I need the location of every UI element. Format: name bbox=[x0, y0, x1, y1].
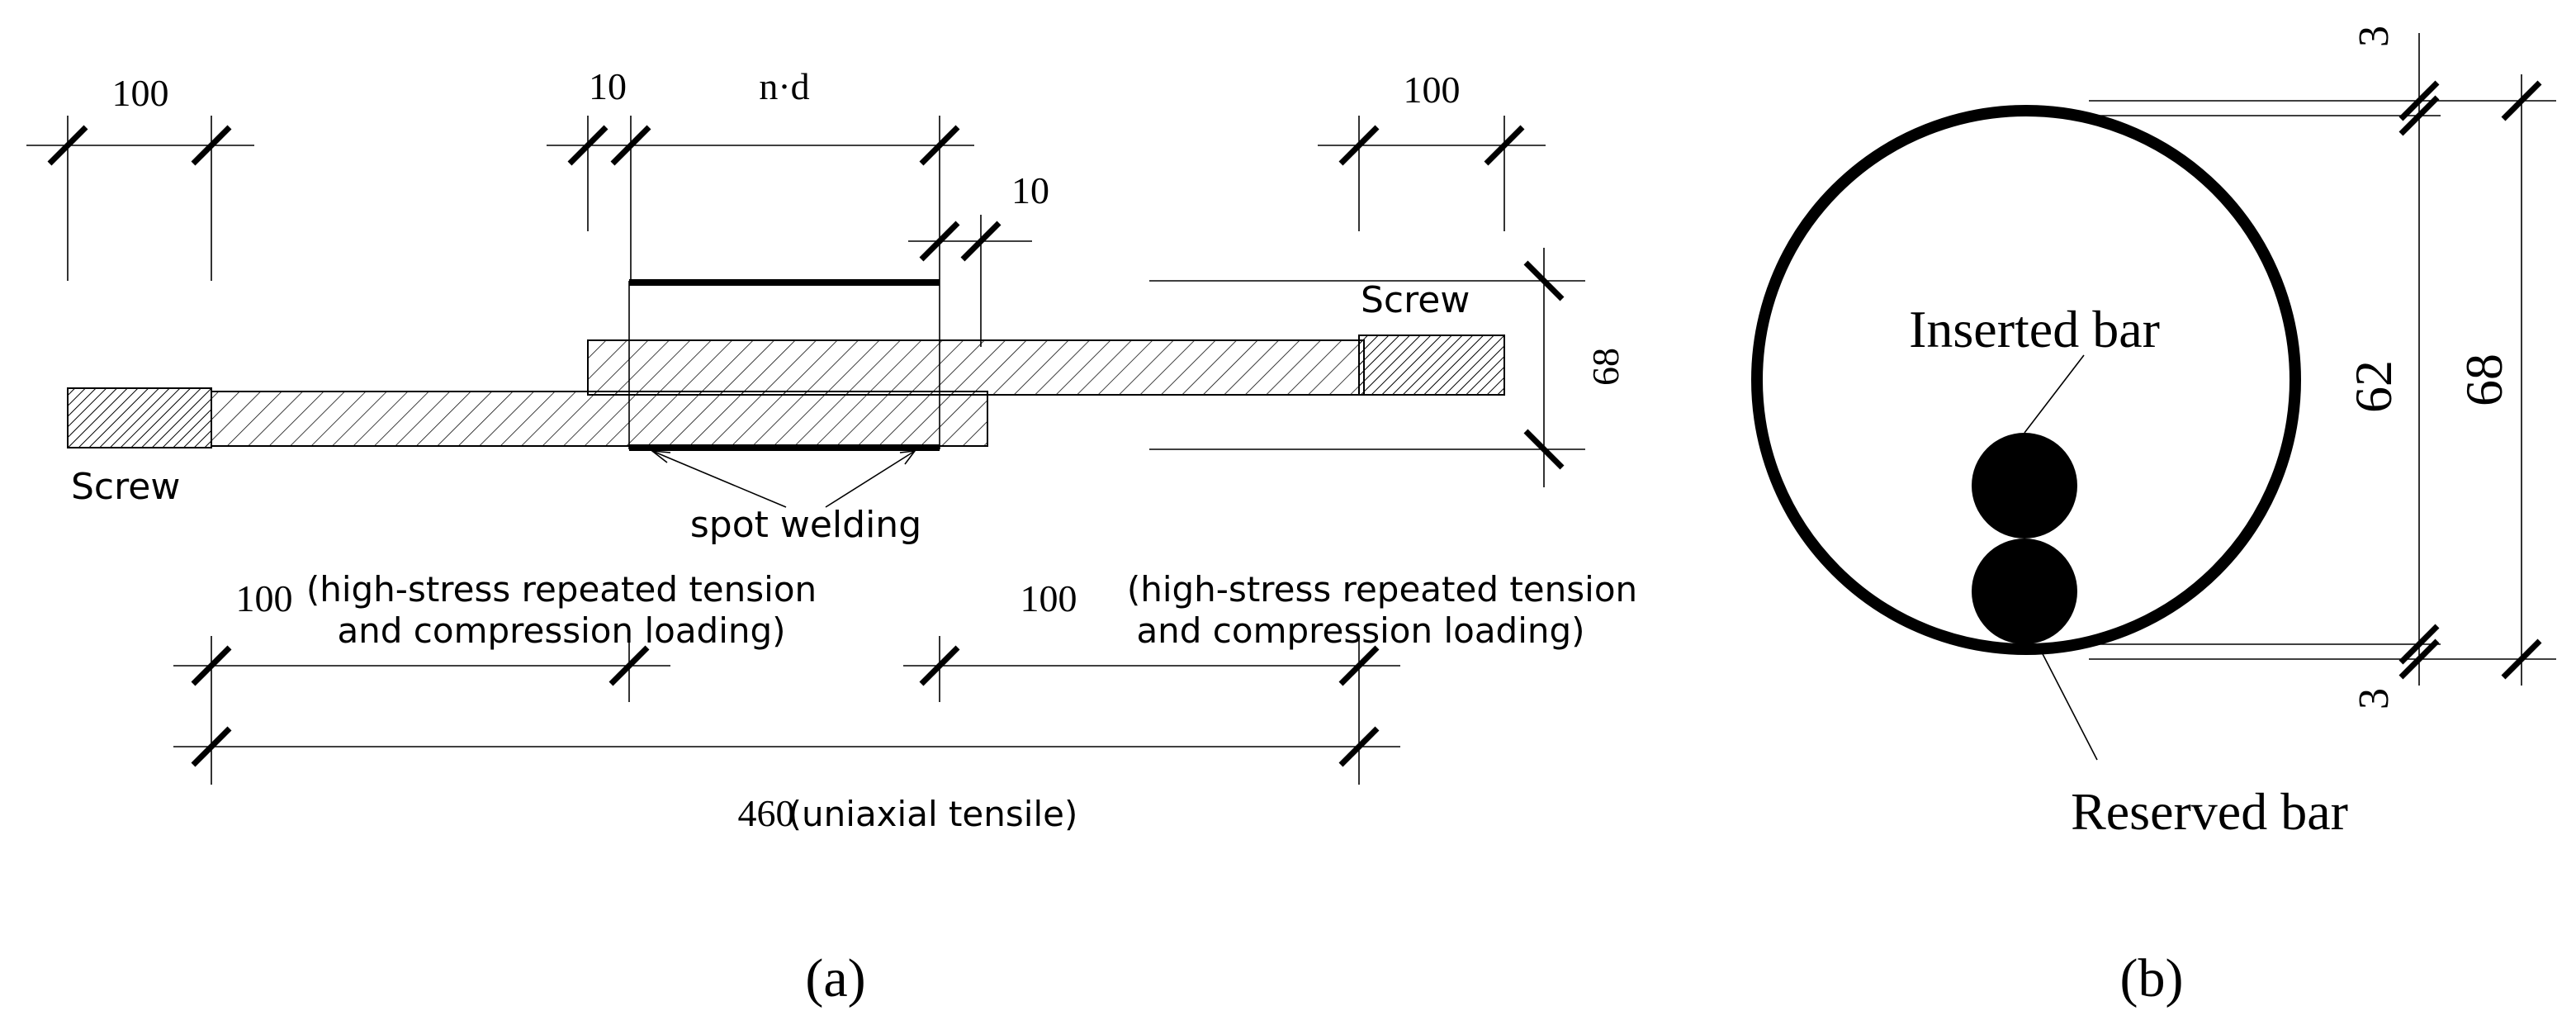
lower-right-note-line1: (high-stress repeated tension bbox=[1127, 569, 1637, 610]
dimension-tick bbox=[1523, 260, 1565, 301]
dimension-tick bbox=[610, 125, 651, 166]
spot-welding-annotation: spot welding bbox=[650, 449, 921, 546]
lower-left-value: 100 bbox=[236, 577, 293, 619]
dimension-tick bbox=[2398, 624, 2440, 665]
dimension-tick bbox=[608, 645, 650, 686]
panel-a: 100 10 n·d 10 100 bbox=[26, 65, 1637, 1008]
dimension-tick bbox=[1338, 125, 1380, 166]
lower-left-note-line2: and compression loading) bbox=[337, 610, 785, 651]
dim-right-screw-label: 100 bbox=[1404, 69, 1461, 111]
dimension-tick bbox=[191, 726, 232, 767]
lower-right-value: 100 bbox=[1020, 577, 1077, 619]
dimension-tick bbox=[567, 125, 608, 166]
dimension-tick bbox=[2398, 638, 2440, 680]
left-screw bbox=[67, 387, 212, 448]
tube-dimensions: 3 3 62 68 bbox=[2089, 26, 2556, 709]
total-value: 460 bbox=[738, 792, 795, 834]
lower-right-note-line2: and compression loading) bbox=[1136, 610, 1584, 651]
top-dimension-right-screw: 100 bbox=[1318, 69, 1546, 231]
top-dimension-left-screw: 100 bbox=[26, 72, 254, 281]
screw-right-label: Screw bbox=[1361, 279, 1470, 321]
reserved-bar-leader bbox=[2039, 647, 2098, 761]
top-dimension-right-gap: 10 bbox=[908, 169, 1049, 347]
reserved-bar bbox=[211, 391, 988, 447]
screw-left-label: Screw bbox=[71, 466, 180, 508]
dim-inner-label: 62 bbox=[2344, 360, 2403, 413]
dimension-tick bbox=[1484, 125, 1525, 166]
dimension-tick bbox=[2398, 95, 2440, 136]
dimension-tick bbox=[191, 645, 232, 686]
dim-nd-label: n·d bbox=[759, 65, 809, 107]
tube-cross-section bbox=[1751, 105, 2301, 655]
lower-dimension-left: 100 (high-stress repeated tension and co… bbox=[173, 569, 817, 785]
height-dimension: 68 bbox=[1149, 248, 1627, 487]
dimension-tick bbox=[919, 125, 960, 166]
dim-gap-10-top-label: 10 bbox=[589, 65, 627, 107]
spot-welding-label: spot welding bbox=[690, 504, 921, 546]
total-note: (uniaxial tensile) bbox=[788, 794, 1078, 834]
dim-gap-10-right-label: 10 bbox=[1011, 169, 1049, 211]
dimension-tick bbox=[1338, 645, 1380, 686]
total-length-dimension: 460 (uniaxial tensile) bbox=[173, 726, 1400, 834]
caption-a: (a) bbox=[805, 948, 865, 1008]
dimension-tick bbox=[1523, 429, 1565, 470]
dim-top-gap-label: 3 bbox=[2351, 26, 2398, 47]
dimension-tick bbox=[1338, 726, 1380, 767]
inserted-bar-label: Inserted bar bbox=[1909, 300, 2160, 358]
dimension-tick bbox=[47, 125, 88, 166]
dimension-tick bbox=[919, 221, 960, 262]
dimension-tick bbox=[2398, 80, 2440, 121]
dim-left-screw-label: 100 bbox=[112, 72, 169, 114]
dimension-tick bbox=[2501, 638, 2542, 680]
lower-left-note-line1: (high-stress repeated tension bbox=[306, 569, 817, 610]
dim-outer-label: 68 bbox=[2455, 354, 2513, 406]
inserted-bar bbox=[587, 339, 1365, 396]
reserved-bar-section bbox=[1972, 539, 2077, 644]
lower-dimension-right: 100 (high-stress repeated tension and co… bbox=[903, 569, 1637, 785]
right-screw bbox=[1358, 335, 1505, 396]
caption-b: (b) bbox=[2120, 948, 2184, 1008]
inserted-bar-leader bbox=[2024, 354, 2085, 434]
panel-b: Inserted bar Reserved bar 3 3 62 68 (b) bbox=[1751, 26, 2556, 1008]
dimension-tick bbox=[2501, 80, 2542, 121]
dimension-tick bbox=[919, 645, 960, 686]
reserved-bar-label: Reserved bar bbox=[2071, 782, 2348, 841]
dimension-tick bbox=[191, 125, 232, 166]
dim-bottom-gap-label: 3 bbox=[2351, 688, 2398, 709]
top-dimension-sleeve: 10 n·d bbox=[547, 65, 974, 281]
inserted-bar-section bbox=[1972, 433, 2077, 539]
dim-height-label: 68 bbox=[1584, 348, 1627, 386]
specimen: Screw Screw bbox=[67, 279, 1505, 508]
dimension-tick bbox=[960, 221, 1002, 262]
